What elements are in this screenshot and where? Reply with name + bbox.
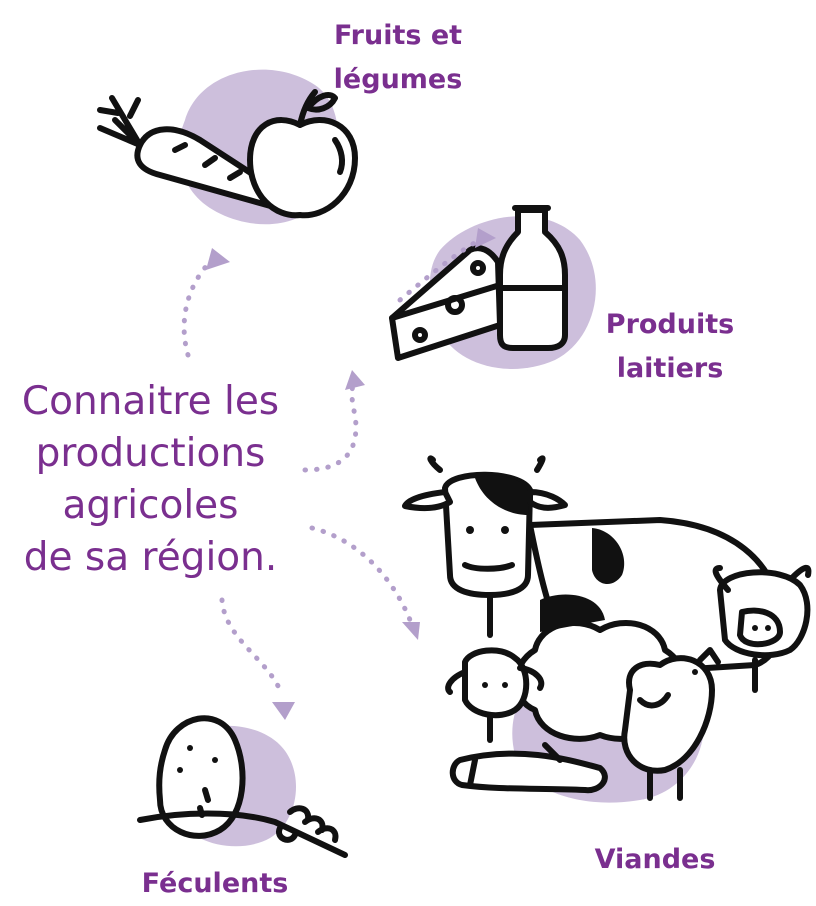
fruits-legumes-icon <box>97 69 358 225</box>
label-line: laitiers <box>616 353 724 384</box>
label-line: Fruits et <box>333 20 463 51</box>
label-line: Viandes <box>594 844 716 875</box>
title-line: agricoles <box>62 483 239 528</box>
label-fruits-legumes: Fruits et légumes <box>318 14 478 102</box>
label-line: légumes <box>333 64 463 95</box>
title-line: de sa région. <box>23 535 278 580</box>
produits-laitiers-icon <box>389 205 596 369</box>
main-title: Connaitre les productions agricoles de s… <box>8 376 293 584</box>
viandes-icon <box>402 455 812 803</box>
label-line: Féculents <box>141 868 289 899</box>
arrow-to-viandes <box>309 525 420 640</box>
label-viandes: Viandes <box>570 838 740 882</box>
arrow-to-laitiers <box>302 228 496 473</box>
arrow-to-feculents <box>219 597 295 720</box>
arrow-to-fruits <box>181 248 230 358</box>
title-line: Connaitre les <box>21 379 280 424</box>
title-line: productions <box>35 431 266 476</box>
feculents-icon <box>137 715 348 858</box>
label-produits-laitiers: Produits laitiers <box>590 303 750 391</box>
label-feculents: Féculents <box>130 862 300 906</box>
label-line: Produits <box>605 309 735 340</box>
